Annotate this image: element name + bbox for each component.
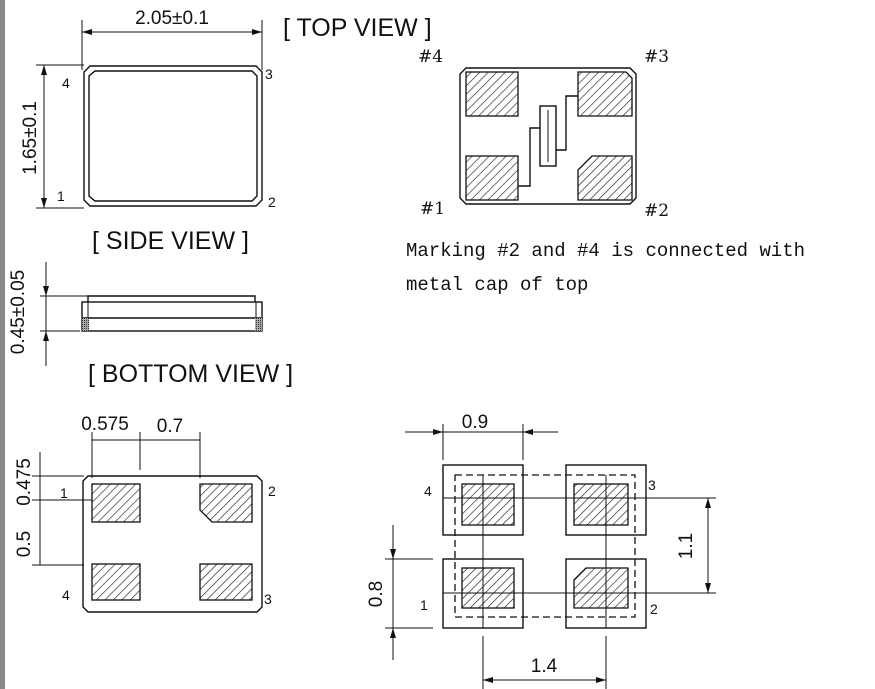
pad-2 <box>199 483 253 523</box>
dim-05: 0.5 <box>14 531 35 557</box>
pin-label-1: 1 <box>57 188 65 204</box>
internal-view: #4 #3 #1 #2 Marking #2 and #4 is connect… <box>406 47 805 296</box>
pin-label-2: #2 <box>644 201 669 221</box>
dim-pad-width: 0.9 <box>462 412 488 433</box>
pin-label-4: 4 <box>62 75 70 91</box>
pin-label-4: #4 <box>418 47 443 67</box>
pin-label-4: 4 <box>62 587 70 603</box>
dim-07: 0.7 <box>157 416 183 437</box>
pin-label-2: 2 <box>650 601 658 617</box>
pin-label-2: 2 <box>268 483 276 499</box>
dim-pad-height: 0.8 <box>366 581 387 607</box>
dim-pitch-x: 1.4 <box>531 656 558 677</box>
thickness-dimension: 0.45±0.05 <box>8 270 29 354</box>
side-view-label: [ SIDE VIEW ] <box>92 227 249 255</box>
pin-label-3: 3 <box>264 591 272 607</box>
dim-pitch-y: 1.1 <box>676 533 697 559</box>
dim-0475: 0.475 <box>14 458 35 506</box>
side-view: [ SIDE VIEW ] 0.45±0.05 <box>8 227 263 366</box>
pin-label-1: 1 <box>60 485 68 501</box>
height-dimension: 1.65±0.1 <box>20 101 41 175</box>
pin-label-1: #1 <box>420 199 445 219</box>
note-line-2: metal cap of top <box>406 274 588 296</box>
pad-1 <box>91 483 141 523</box>
pin-label-2: 2 <box>268 194 276 210</box>
bottom-view: [ BOTTOM VIEW ] 0.575 0.7 0.475 0.5 1 2 … <box>14 360 293 613</box>
note-line-1: Marking #2 and #4 is connected with <box>406 240 805 262</box>
width-dimension: 2.05±0.1 <box>135 8 209 29</box>
top-view: [ TOP VIEW ] 2.05±0.1 1.65±0.1 4 3 1 2 <box>20 8 432 210</box>
land-pattern: 0.9 1.1 0.8 1.4 1 2 3 4 <box>366 412 716 689</box>
pin-label-3: 3 <box>648 477 656 493</box>
bottom-view-label: [ BOTTOM VIEW ] <box>88 360 293 388</box>
pin-label-1: 1 <box>420 597 428 613</box>
left-border <box>0 0 5 689</box>
pin-label-4: 4 <box>424 483 432 499</box>
dim-0575: 0.575 <box>81 414 129 435</box>
pad-4 <box>91 563 141 601</box>
pad-3 <box>199 563 253 601</box>
top-view-label: [ TOP VIEW ] <box>283 14 432 42</box>
pin-label-3: #3 <box>644 47 669 67</box>
pin-label-3: 3 <box>265 66 273 82</box>
